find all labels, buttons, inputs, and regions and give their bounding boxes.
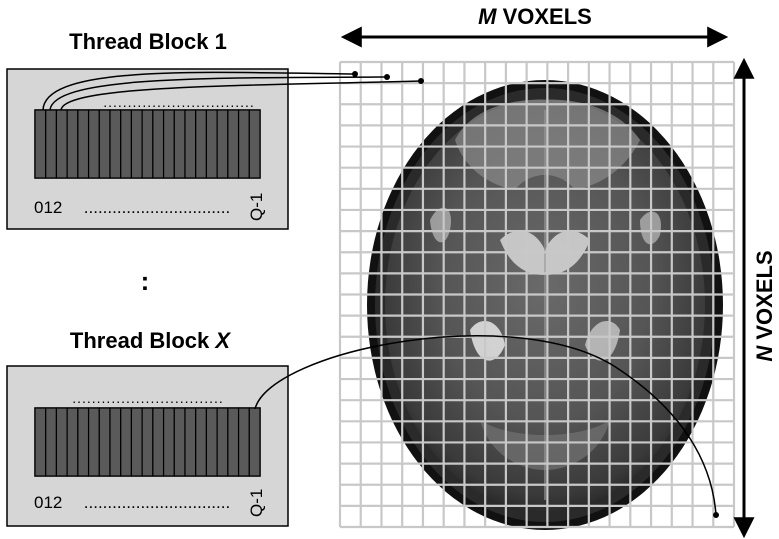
block1-thread-8 [120, 109, 133, 179]
voxel-dot-1 [384, 74, 390, 80]
blockX-thread-20 [248, 407, 261, 477]
blockX-thread-9 [130, 407, 143, 477]
blockX-thread-2 [55, 407, 68, 477]
blockX-thread-3 [66, 407, 79, 477]
block1-thread-0 [34, 109, 47, 179]
block1-thread-14 [184, 109, 197, 179]
thread0-to-voxel-curve [42, 71, 356, 111]
blockX-thread-16 [205, 407, 218, 477]
block1-thread-16 [205, 109, 218, 179]
blockX-thread-4 [77, 407, 90, 477]
voxel-dot-2 [418, 78, 424, 84]
blockX-thread-7 [109, 407, 122, 477]
block1-thread-17 [216, 109, 229, 179]
block1-thread-19 [237, 109, 250, 179]
block1-thread-10 [141, 109, 154, 179]
block1-end-index: Q-1 [247, 193, 266, 221]
brain-sulcus-left [430, 207, 451, 243]
blockX-index-dots: ............................... [84, 493, 230, 512]
blockX-top-dots: ............................... [72, 390, 224, 406]
block1-thread-array [34, 109, 261, 179]
block1-thread-9 [130, 109, 143, 179]
blockX-thread-5 [87, 407, 100, 477]
blockX-thread-6 [98, 407, 111, 477]
voxel-dot-0 [352, 71, 358, 77]
block1-thread-3 [66, 109, 79, 179]
blockX-thread-19 [237, 407, 250, 477]
block1-title: Thread Block 1 [69, 29, 227, 54]
block1-thread-15 [195, 109, 208, 179]
blockX-thread-12 [162, 407, 175, 477]
blockX-thread-18 [227, 407, 240, 477]
blockX-thread-array [34, 407, 261, 477]
blockX-thread-11 [152, 407, 165, 477]
thread1-to-voxel-curve [49, 76, 388, 111]
block1-thread-2 [55, 109, 68, 179]
m-voxels-label: M VOXELS [478, 4, 592, 29]
m-label-text: VOXELS [496, 4, 591, 29]
voxel-dot-last [713, 512, 719, 518]
block1-top-dots: ............................... [103, 94, 255, 110]
block1-thread-11 [152, 109, 165, 179]
voxel-grid [338, 60, 736, 529]
block1-thread-6 [98, 109, 111, 179]
brain-ventricle-left [470, 321, 505, 361]
brain-ventricle-right [585, 321, 620, 361]
blockX-title-var: X [213, 328, 231, 353]
vertical-ellipsis: : [141, 266, 150, 296]
blockX-thread-15 [195, 407, 208, 477]
blockX-thread-1 [45, 407, 58, 477]
block1-thread-1 [45, 109, 58, 179]
thread2-to-voxel-curve [60, 80, 422, 111]
m-var: M [478, 4, 497, 29]
n-var: N [752, 345, 777, 362]
blockX-thread-13 [173, 407, 186, 477]
block1-thread-4 [77, 109, 90, 179]
block1-thread-7 [109, 109, 122, 179]
block1-thread-5 [87, 109, 100, 179]
threadQ-to-voxel-curve [254, 335, 717, 516]
blockX-title: Thread Block X [70, 328, 231, 353]
block1-index-dots: ............................... [84, 198, 230, 217]
block1-thread-12 [162, 109, 175, 179]
blockX-thread-10 [141, 407, 154, 477]
block1-thread-13 [173, 109, 186, 179]
blockX-thread-0 [34, 407, 47, 477]
blockX-title-prefix: Thread Block [70, 328, 215, 353]
blockX-thread-8 [120, 407, 133, 477]
blockX-end-index: Q-1 [247, 489, 266, 517]
block1-thread-18 [227, 109, 240, 179]
n-label-text: VOXELS [752, 250, 777, 345]
blockX-thread-17 [216, 407, 229, 477]
n-voxels-label: N VOXELS [752, 250, 777, 361]
block1-start-indices: 012 [34, 198, 62, 217]
block1-thread-20 [248, 109, 261, 179]
blockX-start-indices: 012 [34, 493, 62, 512]
blockX-thread-14 [184, 407, 197, 477]
